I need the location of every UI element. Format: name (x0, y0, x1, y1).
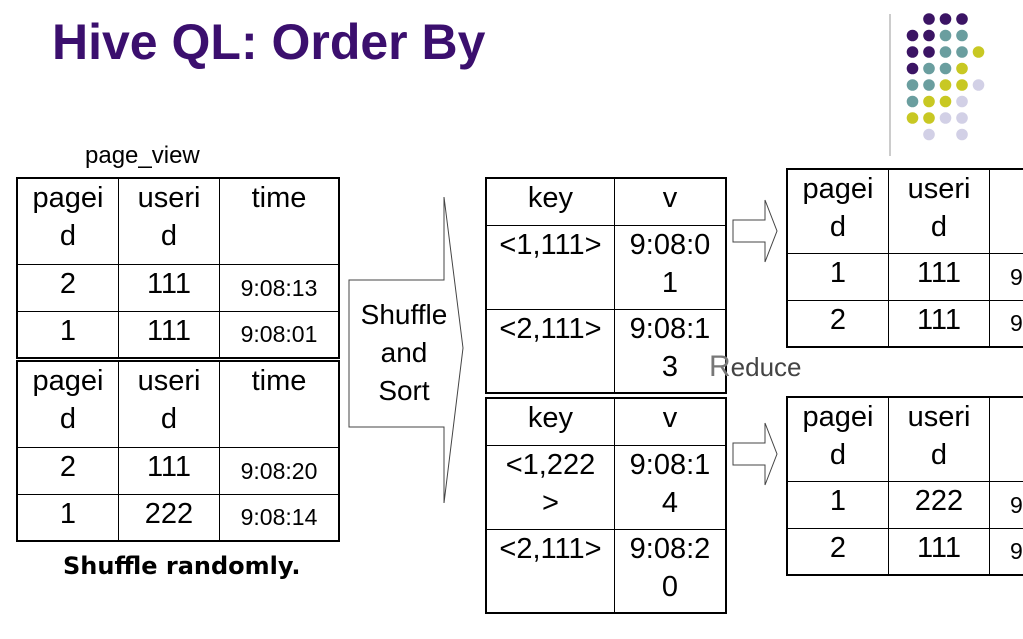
table-cell: 9:08:20 (219, 446, 340, 495)
table-cell: 9:08:1 3 (614, 308, 727, 394)
input-table-1: pagei d useri d time 2 111 9:08:13 1 111… (16, 177, 340, 359)
logo-dot (956, 46, 968, 58)
logo-dot (923, 95, 935, 108)
reduce-label-initial: R (709, 350, 731, 383)
table-cell: 2 (16, 446, 119, 495)
table-cell: 111 (118, 446, 220, 495)
table-cell: 2 (786, 527, 889, 576)
table-cell: 1 (16, 493, 119, 542)
table-cell: 9:08:13 (219, 263, 340, 312)
reduce-arrow-icon (732, 199, 778, 263)
logo-dot (923, 128, 935, 141)
header-cell: key (485, 397, 615, 446)
header-cell: pagei d (16, 360, 119, 448)
output-table-1-clip: pagei d useri d t 1 111 9 2 111 9 (786, 168, 1023, 358)
table-cell: 111 (888, 527, 990, 576)
logo-dot (939, 46, 952, 58)
table-cell: 9 (989, 252, 1023, 301)
output-table-1: pagei d useri d t 1 111 9 2 111 9 (786, 168, 1023, 348)
logo-dot (939, 13, 952, 25)
logo-dot (972, 79, 985, 91)
table-cell: 9 (989, 299, 1023, 348)
header-cell: pagei d (16, 177, 119, 265)
logo-dot (906, 29, 919, 42)
logo-dot (923, 46, 935, 58)
logo-dot (939, 112, 952, 124)
logo-dot (906, 79, 919, 91)
header-cell: t (989, 168, 1023, 254)
logo-dot (906, 62, 919, 75)
shuffle-randomly-note: Shuffle randomly. (63, 552, 301, 580)
logo-dot (939, 79, 952, 91)
header-cell: t (989, 396, 1023, 482)
table-cell: 9:08:2 0 (614, 528, 727, 614)
header-cell: v (614, 177, 727, 226)
table-cell: 1 (16, 310, 119, 359)
reduce-label: Reduce (709, 350, 802, 384)
header-cell: key (485, 177, 615, 226)
table-cell: 9:08:01 (219, 310, 340, 359)
logo-dot (956, 29, 968, 42)
header-cell: useri d (118, 177, 220, 265)
table-cell: 9 (989, 527, 1023, 576)
logo-dot (972, 46, 985, 58)
logo-dot (923, 112, 935, 124)
output-table-2: pagei d useri d t 1 222 9 2 111 9 (786, 396, 1023, 576)
header-cell: time (219, 177, 340, 265)
header-cell: time (219, 360, 340, 448)
logo-dot (939, 95, 952, 108)
logo-dot (906, 112, 919, 124)
logo-dot (906, 46, 919, 58)
logo-dot (956, 13, 968, 25)
table-cell: 9:08:14 (219, 493, 340, 542)
table-cell: <2,111> (485, 308, 615, 394)
logo-dot (923, 13, 935, 25)
slide-title: Hive QL: Order By (52, 14, 486, 70)
table-cell: 2 (16, 263, 119, 312)
logo-dot (923, 79, 935, 91)
table-cell: 111 (888, 299, 990, 348)
logo-dot (906, 95, 919, 108)
header-cell: useri d (118, 360, 220, 448)
reduce-label-rest: educe (730, 352, 802, 382)
logo-dot (956, 112, 968, 124)
output-table-2-clip: pagei d useri d t 1 222 9 2 111 9 (786, 396, 1023, 586)
dots-logo-icon (889, 13, 985, 156)
table-cell: 2 (786, 299, 889, 348)
header-cell: useri d (888, 168, 990, 254)
table-cell: 111 (118, 263, 220, 312)
table-cell: 111 (888, 252, 990, 301)
input-table-2: pagei d useri d time 2 111 9:08:20 1 222… (16, 360, 340, 542)
shuffle-arrow-icon (348, 196, 464, 504)
logo-dot (956, 79, 968, 91)
header-cell: useri d (888, 396, 990, 482)
logo-dot (923, 29, 935, 42)
reduce-arrow-icon (732, 422, 778, 486)
header-cell: v (614, 397, 727, 446)
table-cell: 9 (989, 480, 1023, 529)
table-cell: 1 (786, 252, 889, 301)
table-cell: 111 (118, 310, 220, 359)
table-cell: <1,222 > (485, 444, 615, 530)
logo-dot (956, 62, 968, 75)
logo-dot (939, 62, 952, 75)
logo-dot (939, 29, 952, 42)
shuffle-and-sort-label: Shuffle and Sort (360, 299, 448, 406)
table-cell: 9:08:0 1 (614, 224, 727, 310)
table-cell: 222 (118, 493, 220, 542)
header-cell: pagei d (786, 396, 889, 482)
table-cell: 1 (786, 480, 889, 529)
header-cell: pagei d (786, 168, 889, 254)
logo-dot (956, 95, 968, 108)
table-cell: 222 (888, 480, 990, 529)
logo-dot (956, 128, 968, 141)
table-cell: <1,111> (485, 224, 615, 310)
page-view-label: page_view (85, 142, 200, 169)
shuffle-table-1: key v <1,111> 9:08:0 1 <2,111> 9:08:1 3 (485, 177, 727, 394)
logo-dot (923, 62, 935, 75)
table-cell: 9:08:1 4 (614, 444, 727, 530)
shuffle-table-2: key v <1,222 > 9:08:1 4 <2,111> 9:08:2 0 (485, 397, 727, 614)
table-cell: <2,111> (485, 528, 615, 614)
